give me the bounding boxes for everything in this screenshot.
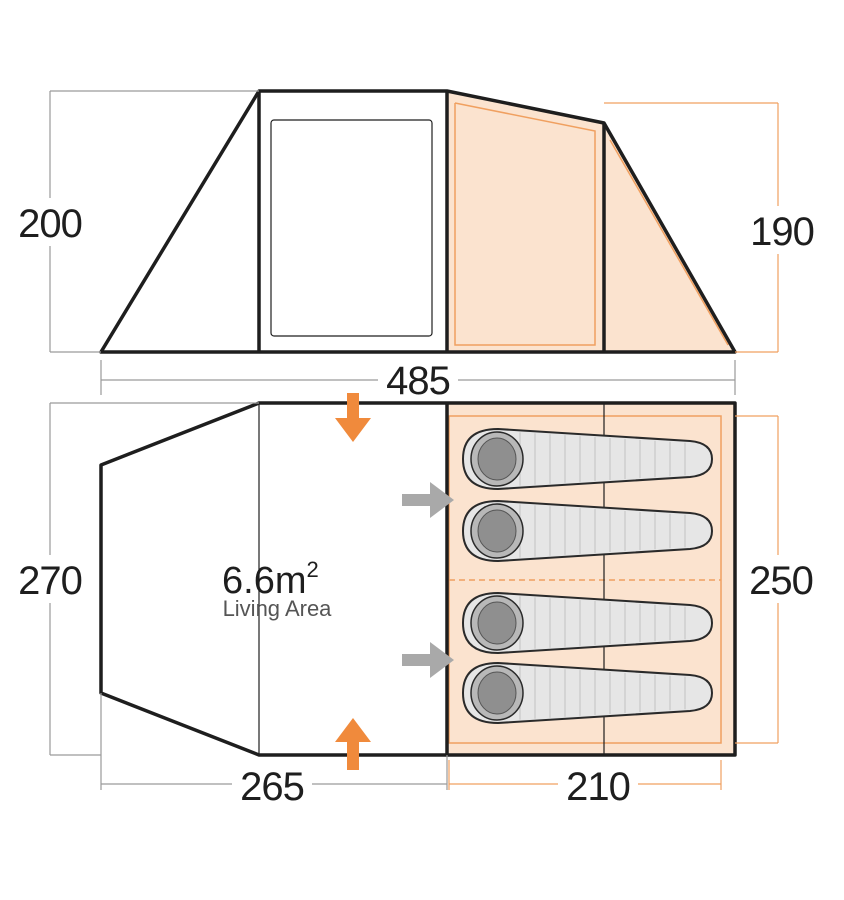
sleeping-bag bbox=[461, 661, 714, 725]
entry-arrow-upper bbox=[402, 482, 454, 518]
side-bedroom-inner-outline bbox=[454, 102, 596, 346]
side-view bbox=[14, 89, 818, 400]
door-arrow-bottom bbox=[335, 718, 371, 770]
living-area-label: Living Area bbox=[223, 596, 333, 621]
label-floor-width-left: 270 bbox=[18, 559, 82, 603]
sleeping-bags bbox=[461, 427, 714, 725]
label-side-height-left: 200 bbox=[18, 202, 82, 246]
side-tent-outline bbox=[99, 89, 737, 354]
label-floor-width-right: 250 bbox=[749, 559, 813, 603]
side-door-window bbox=[270, 119, 433, 337]
label-side-height-right: 190 bbox=[750, 210, 814, 254]
label-living-length: 265 bbox=[240, 765, 304, 809]
sleeping-bag bbox=[461, 427, 714, 491]
label-total-length: 485 bbox=[386, 359, 450, 403]
door-arrow-top bbox=[335, 393, 371, 442]
dim-total-label-bg bbox=[378, 358, 458, 400]
sleeping-bag bbox=[461, 591, 714, 655]
living-area-size-exponent: 2 bbox=[306, 557, 318, 582]
living-area-size: 6.6m2 bbox=[222, 557, 319, 602]
dim-living-label-bg bbox=[232, 764, 312, 806]
living-area-size-value: 6.6m bbox=[222, 560, 306, 602]
dim-floor-left-label-bg bbox=[14, 555, 90, 603]
sleeping-bag bbox=[461, 499, 714, 563]
floor-plan bbox=[14, 393, 818, 806]
dim-right-label-bg bbox=[746, 206, 818, 254]
dim-left-label-bg bbox=[14, 198, 90, 246]
entry-arrow-lower bbox=[402, 642, 454, 678]
dim-floor-right-label-bg bbox=[744, 555, 818, 603]
side-bedroom-fill bbox=[447, 91, 735, 352]
dim-bedroom-label-bg bbox=[558, 764, 638, 806]
label-bedroom-length: 210 bbox=[566, 765, 630, 809]
side-bedroom-inner-slope bbox=[609, 139, 729, 346]
